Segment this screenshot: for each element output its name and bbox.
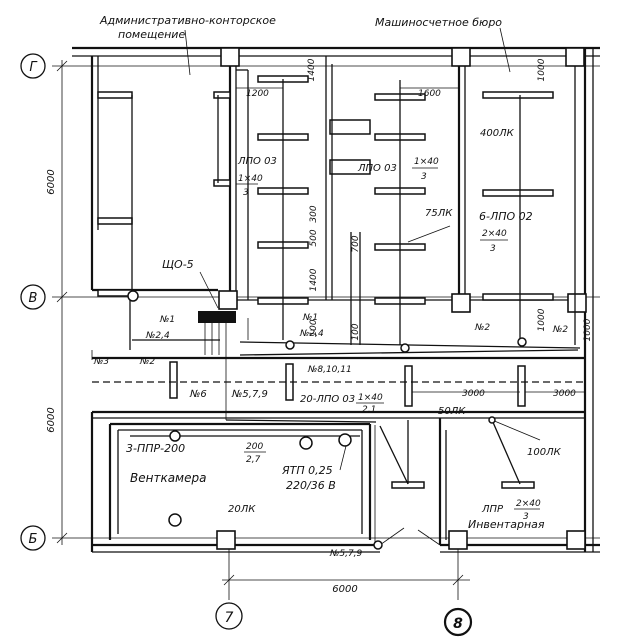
dim-1400-b: 1400 bbox=[309, 268, 319, 291]
axis-marker-8: 8 bbox=[443, 607, 473, 637]
frac5-bot: 2,7 bbox=[246, 455, 261, 465]
axis-label-8: 8 bbox=[453, 616, 463, 632]
label-n24b: №2,4 bbox=[299, 329, 324, 339]
frac2-top: 1×40 bbox=[414, 157, 439, 167]
label-ppr: 3-ППР-200 bbox=[126, 442, 185, 455]
room-admin: Административно-конторское bbox=[99, 14, 276, 27]
shield-panel-icon bbox=[198, 311, 236, 323]
frac5-top: 200 bbox=[246, 442, 263, 452]
frac3-bot: 3 bbox=[490, 244, 496, 254]
dim-left-bottom: 6000 bbox=[46, 407, 57, 432]
bottom-dimension-chain: 6000 bbox=[222, 574, 470, 595]
label-shchO5: ЩО-5 bbox=[162, 258, 194, 271]
room-inventory: Инвентарная bbox=[468, 518, 545, 531]
frac2-bot: 3 bbox=[421, 172, 427, 182]
dim-100-a: 100 bbox=[309, 319, 319, 336]
dim-left-top: 6000 bbox=[46, 169, 57, 194]
junction-points bbox=[127, 290, 527, 550]
left-dimension-chain: 6000 6000 bbox=[46, 60, 68, 545]
label-400lk: 400ЛК bbox=[480, 128, 515, 139]
frac1-bot: 3 bbox=[243, 188, 249, 198]
frac6-top: 2×40 bbox=[516, 499, 541, 509]
label-n1: №1 bbox=[159, 315, 175, 325]
label-n3: №3 bbox=[93, 357, 109, 367]
fixture-labels: ЛПО 03 1×40 3 ЛПО 03 1×40 3 400ЛК 75ЛК 6… bbox=[93, 128, 568, 559]
label-n579b: №5,7,9 bbox=[329, 549, 363, 559]
frac6-bot: 3 bbox=[523, 512, 529, 522]
label-volt: 220/36 В bbox=[286, 479, 336, 492]
label-100lk: 100ЛК bbox=[527, 447, 562, 458]
label-20lk: 20ЛК bbox=[228, 504, 256, 515]
label-lpo03-c: 20-ЛПО 03 bbox=[300, 394, 355, 405]
room-admin-2: помещение bbox=[118, 28, 185, 41]
columns bbox=[216, 47, 587, 550]
dim-1000-c: 1000 bbox=[583, 318, 593, 341]
dim-700: 700 bbox=[351, 235, 361, 252]
wiring bbox=[92, 56, 585, 545]
axis-marker-v: В bbox=[20, 284, 46, 310]
label-n1b: №1 bbox=[302, 313, 318, 323]
frac3-top: 2×40 bbox=[482, 229, 507, 239]
dim-500: 500 bbox=[309, 229, 319, 246]
dim-bottom: 6000 bbox=[332, 584, 357, 595]
label-lpo02: 6-ЛПО 02 bbox=[479, 210, 533, 223]
axis-marker-b: Б bbox=[20, 525, 46, 551]
dim-1000-a: 1000 bbox=[537, 58, 547, 81]
label-lpp: ЛПР bbox=[481, 504, 504, 515]
label-n2b: №2 bbox=[552, 325, 568, 335]
label-n24a: №2,4 bbox=[145, 331, 170, 341]
axis-label-7: 7 bbox=[225, 610, 234, 626]
room-labels: Административно-конторское помещение Маш… bbox=[99, 14, 545, 531]
dim-3000-a: 3000 bbox=[462, 389, 485, 399]
label-n2c: №2 bbox=[139, 357, 155, 367]
label-n2a: №2 bbox=[474, 323, 490, 333]
axis-marker-7: 7 bbox=[215, 602, 243, 630]
dim-1000-b: 1000 bbox=[537, 308, 547, 331]
dim-300: 300 bbox=[309, 205, 319, 222]
label-n6: №6 bbox=[189, 389, 207, 400]
dim-1400: 1400 bbox=[307, 58, 317, 81]
label-lpo03-b: ЛПО 03 bbox=[357, 163, 397, 174]
dim-100-b: 100 bbox=[351, 323, 361, 340]
frac4-bot: 2,1 bbox=[362, 405, 376, 415]
axis-marker-g: Г bbox=[20, 53, 46, 79]
axis-label-v: В bbox=[29, 291, 38, 306]
label-ytp: ЯТП 0,25 bbox=[281, 464, 333, 477]
label-50lk: 50ЛК bbox=[438, 406, 466, 417]
dim-1600: 1600 bbox=[418, 89, 441, 99]
room-machine: Машиносчетное бюро bbox=[375, 16, 502, 29]
axis-label-b: Б bbox=[29, 532, 38, 547]
label-n579a: №5,7,9 bbox=[231, 389, 268, 400]
axis-label-g: Г bbox=[29, 60, 38, 75]
label-n81011: №8,10,11 bbox=[307, 365, 352, 375]
label-lpo03-a: ЛПО 03 bbox=[237, 156, 277, 167]
dim-1200: 1200 bbox=[246, 89, 269, 99]
room-vent: Венткамера bbox=[130, 471, 206, 485]
frac4-top: 1×40 bbox=[358, 393, 383, 403]
label-75lk: 75ЛК bbox=[425, 208, 453, 219]
inner-dimensions: 1200 1600 1400 1000 1000 1000 300 500 14… bbox=[236, 58, 593, 399]
frac1-top: 1×40 bbox=[238, 174, 263, 184]
dim-3000-b: 3000 bbox=[553, 389, 576, 399]
